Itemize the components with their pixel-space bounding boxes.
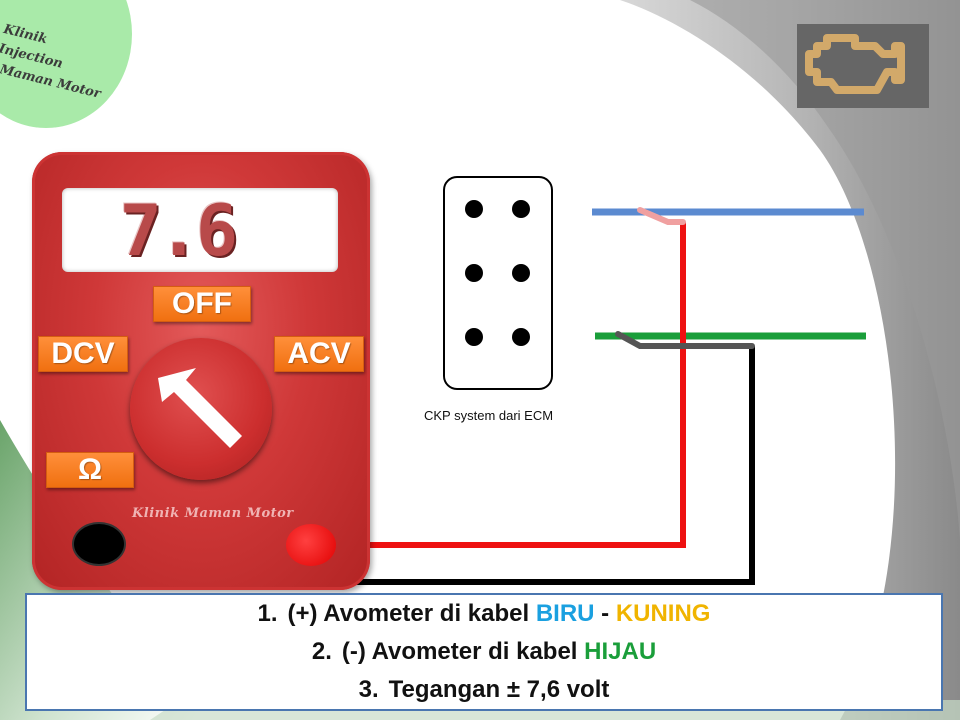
- ckp-connector: [443, 176, 553, 390]
- mode-ohm-button[interactable]: Ω: [46, 452, 134, 488]
- instruction-box: 1. (+) Avometer di kabel BIRU - KUNING 2.…: [25, 593, 943, 711]
- meter-reading: 7.6: [119, 190, 238, 272]
- mode-dcv-button[interactable]: DCV: [38, 336, 128, 372]
- meter-brand: Klinik Maman Motor: [132, 506, 294, 521]
- instruction-text-green: HIJAU: [584, 638, 657, 665]
- connector-pin: [465, 328, 483, 346]
- positive-jack[interactable]: [286, 524, 336, 566]
- dial-arrow-icon: [158, 368, 242, 448]
- check-engine-icon: [797, 24, 929, 108]
- instruction-number: 1.: [257, 600, 278, 627]
- instruction-number: 2.: [311, 638, 332, 665]
- connector-pin: [512, 200, 530, 218]
- connector-pin: [465, 264, 483, 282]
- com-jack[interactable]: [74, 524, 124, 564]
- meter-display: 7.6: [62, 188, 338, 272]
- multimeter: 7.6 OFF DCV ACV Ω Klinik Maman Motor: [32, 152, 370, 590]
- connector-pin: [465, 200, 483, 218]
- mode-off-button[interactable]: OFF: [153, 286, 251, 322]
- connector-pin: [512, 328, 530, 346]
- mode-acv-button[interactable]: ACV: [274, 336, 364, 372]
- red-probe-tip: [637, 207, 686, 225]
- instruction-line-2: 2. (-) Avometer di kabel HIJAU: [27, 633, 941, 671]
- instruction-text: (+) Avometer di kabel: [287, 600, 536, 627]
- instruction-text-yellow: KUNING: [615, 600, 711, 627]
- connector-label: CKP system dari ECM: [424, 408, 554, 423]
- instruction-text-blue: BIRU: [535, 600, 595, 627]
- instruction-line-3: 3. Tegangan ± 7,6 volt: [27, 671, 941, 709]
- red-probe-wire: [318, 222, 686, 548]
- instruction-text: -: [594, 600, 616, 627]
- instruction-number: 3.: [358, 676, 379, 703]
- instruction-text: Tegangan ± 7,6 volt: [388, 676, 610, 703]
- selector-dial[interactable]: [130, 338, 272, 480]
- black-probe-tip: [615, 331, 755, 349]
- instruction-line-1: 1. (+) Avometer di kabel BIRU - KUNING: [27, 595, 941, 633]
- instruction-text: (-) Avometer di kabel: [341, 638, 585, 665]
- connector-pin: [512, 264, 530, 282]
